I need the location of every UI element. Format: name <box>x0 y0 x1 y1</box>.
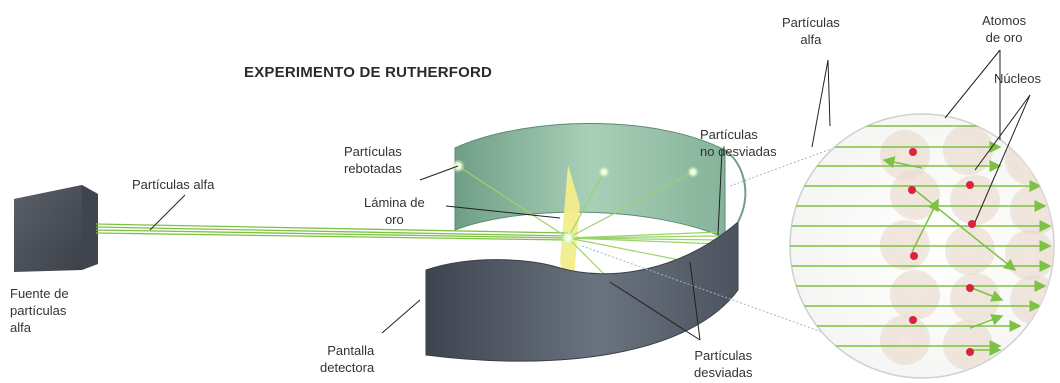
label-gold-foil: Lámina de oro <box>364 195 425 227</box>
label-gold-atoms: Atomos de oro <box>982 13 1027 45</box>
scattered-paths <box>457 165 721 283</box>
leader-lines <box>149 49 1031 341</box>
label-alpha-beam: Partículas alfa <box>132 177 215 192</box>
label-nuclei: Núcleos <box>994 71 1041 86</box>
label-deviated: Partículas desviadas <box>694 348 753 380</box>
alpha-source-box <box>14 185 98 272</box>
alpha-beam <box>95 223 569 241</box>
label-screen: Pantalla detectora <box>320 343 375 375</box>
label-zoom-alpha: Partículas alfa <box>782 15 840 47</box>
magnifier-circle <box>789 113 1055 379</box>
zoom-alpha-arrows <box>790 120 1052 356</box>
nucleus-dots <box>908 148 976 356</box>
label-rebounded: Partículas rebotadas <box>344 144 402 176</box>
label-undeviated: Partículas no desviadas <box>700 127 777 159</box>
detector-screen-back <box>454 123 726 239</box>
gold-atoms <box>880 125 1054 370</box>
page-title: EXPERIMENTO DE RUTHERFORD <box>244 64 493 81</box>
label-source: Fuente de partículas alfa <box>10 286 69 335</box>
zoom-projection-lines <box>581 144 851 343</box>
detector-screen-front <box>425 220 739 362</box>
impact-glows <box>451 159 699 246</box>
